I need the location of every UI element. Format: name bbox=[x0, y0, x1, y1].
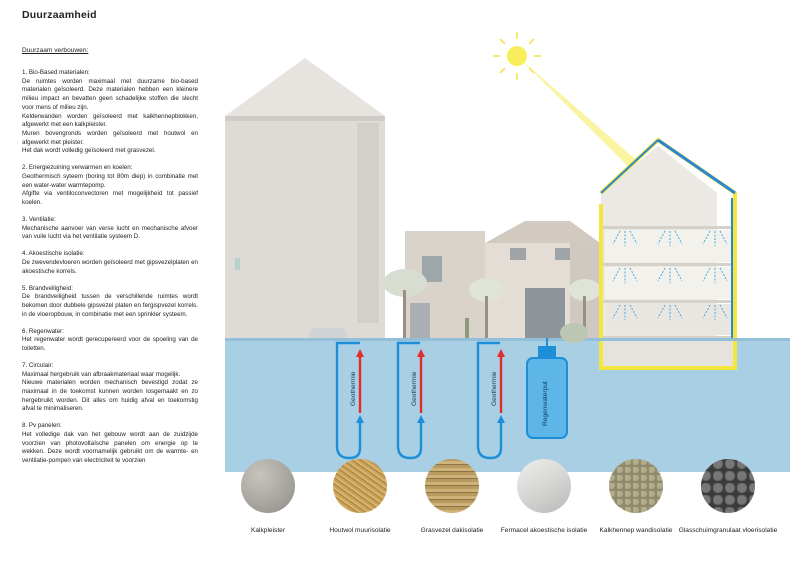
geothermie-label-1: Geothermie bbox=[350, 371, 357, 406]
sun-ray bbox=[517, 56, 657, 183]
section-line: Nieuwe materialen worden mechanisch beve… bbox=[22, 379, 198, 413]
section-heading: 4. Akoestische isolatie: bbox=[22, 250, 85, 258]
material-label: Fermacel akoestische isolatie bbox=[500, 527, 588, 534]
text-section: 5. Brandveiligheid:De brandveiligheid tu… bbox=[22, 285, 198, 320]
section-heading: 3. Ventilatie: bbox=[22, 215, 56, 223]
description-column: 1. Bio-Based materialen:De ruimtes worde… bbox=[22, 69, 198, 474]
geothermal-loop-2 bbox=[396, 341, 425, 460]
text-section: 7. Circulair:Maximaal hergebruik van afb… bbox=[22, 362, 198, 414]
kalkhennep-swatch bbox=[609, 459, 663, 513]
text-section: 3. Ventilatie:Mechanische aanvoer van ve… bbox=[22, 216, 198, 242]
material-label: Kalkhennep wandisolatie bbox=[599, 527, 673, 534]
text-section: 2. Energiezuining verwarmen en koelen:Ge… bbox=[22, 164, 198, 208]
material-kalkhennep: Kalkhennep wandisolatie bbox=[586, 459, 686, 536]
text-section: 4. Akoestische isolatie:De zwevendevloer… bbox=[22, 250, 198, 276]
section-heading: 6. Regenwater: bbox=[22, 327, 64, 335]
material-label: Grasvezel dakisolatie bbox=[420, 527, 484, 534]
grasvezel-swatch bbox=[425, 459, 479, 513]
section-subtitle: Duurzaam verbouwen: bbox=[22, 47, 89, 54]
page-title: Duurzaamheid bbox=[22, 9, 97, 21]
material-label: Kalkpleister bbox=[250, 527, 286, 534]
section-line: De zwevendevloeren worden geïsoleerd met… bbox=[22, 258, 198, 275]
text-section: 8. Pv panelen:Het volledige dak van het … bbox=[22, 422, 198, 466]
section-line: Het regenwater wordt gerecupereerd voor … bbox=[22, 336, 198, 352]
section-heading: 2. Energiezuining verwarmen en koelen: bbox=[22, 164, 133, 172]
building-section-illustration: Geothermie Geothermie Geothermie Regenwa… bbox=[225, 28, 790, 472]
section-line: Kelderwanden worden geïsoleerd met kalkh… bbox=[22, 112, 198, 129]
glasschuim-swatch bbox=[701, 459, 755, 513]
section-line: Het dak wordt volledig geïsoleerd met gr… bbox=[22, 147, 156, 155]
text-section: 1. Bio-Based materialen:De ruimtes worde… bbox=[22, 69, 198, 156]
kalkpleister-swatch bbox=[241, 459, 295, 513]
geothermie-label-3: Geothermie bbox=[491, 371, 498, 406]
fermacel-swatch bbox=[517, 459, 571, 513]
trees bbox=[383, 269, 601, 346]
basement bbox=[601, 341, 735, 366]
section-heading: 5. Brandveiligheid: bbox=[22, 284, 73, 292]
section-heading: 1. Bio-Based materialen: bbox=[22, 69, 90, 76]
section-heading: 7. Circulair: bbox=[22, 361, 54, 369]
material-fermacel: Fermacel akoestische isolatie bbox=[494, 459, 594, 536]
neighbour-building bbox=[225, 58, 385, 356]
material-glasschuim: Glasschuimgranulaat vloerisolatie bbox=[678, 459, 778, 536]
section-line: Het volledige dak van het gebouw wordt a… bbox=[22, 430, 198, 465]
section-line: Maximaal hergebruik van afbraakmateriaal… bbox=[22, 370, 181, 378]
section-line: Muren bovengronds worden geïsoleerd met … bbox=[22, 129, 198, 146]
section-line: De brandveiligheid tussen de verschillen… bbox=[22, 293, 198, 318]
material-label: Glasschuimgranulaat vloerisolatie bbox=[678, 527, 778, 534]
material-label: Houtwol muurisolatie bbox=[329, 527, 391, 534]
section-heading: 8. Pv panelen: bbox=[22, 422, 62, 430]
material-kalkpleister: Kalkpleister bbox=[218, 459, 318, 536]
section-line: De ruimtes worden maximaal met duurzame … bbox=[22, 77, 198, 111]
section-line: Mechanische aanvoer van verse lucht en m… bbox=[22, 224, 198, 241]
geothermal-loop-1 bbox=[335, 341, 364, 460]
rainwater-tank-label: Regenwaterput bbox=[542, 381, 549, 426]
text-section: 6. Regenwater:Het regenwater wordt gerec… bbox=[22, 328, 198, 354]
rainwater-tank bbox=[526, 338, 568, 439]
material-houtwol: Houtwol muurisolatie bbox=[310, 459, 410, 536]
houtwol-swatch bbox=[333, 459, 387, 513]
section-line: Geothermisch syteem (boring tot 80m diep… bbox=[22, 172, 198, 189]
geothermie-label-2: Geothermie bbox=[411, 371, 418, 406]
section-line: Afgifte via ventiloconvectoren met mogel… bbox=[22, 190, 198, 207]
geothermal-loop-3 bbox=[476, 341, 505, 460]
sustainable-building-section bbox=[599, 137, 737, 355]
material-grasvezel: Grasvezel dakisolatie bbox=[402, 459, 502, 536]
materials-row: Kalkpleister Houtwol muurisolatie Grasve… bbox=[218, 459, 778, 549]
